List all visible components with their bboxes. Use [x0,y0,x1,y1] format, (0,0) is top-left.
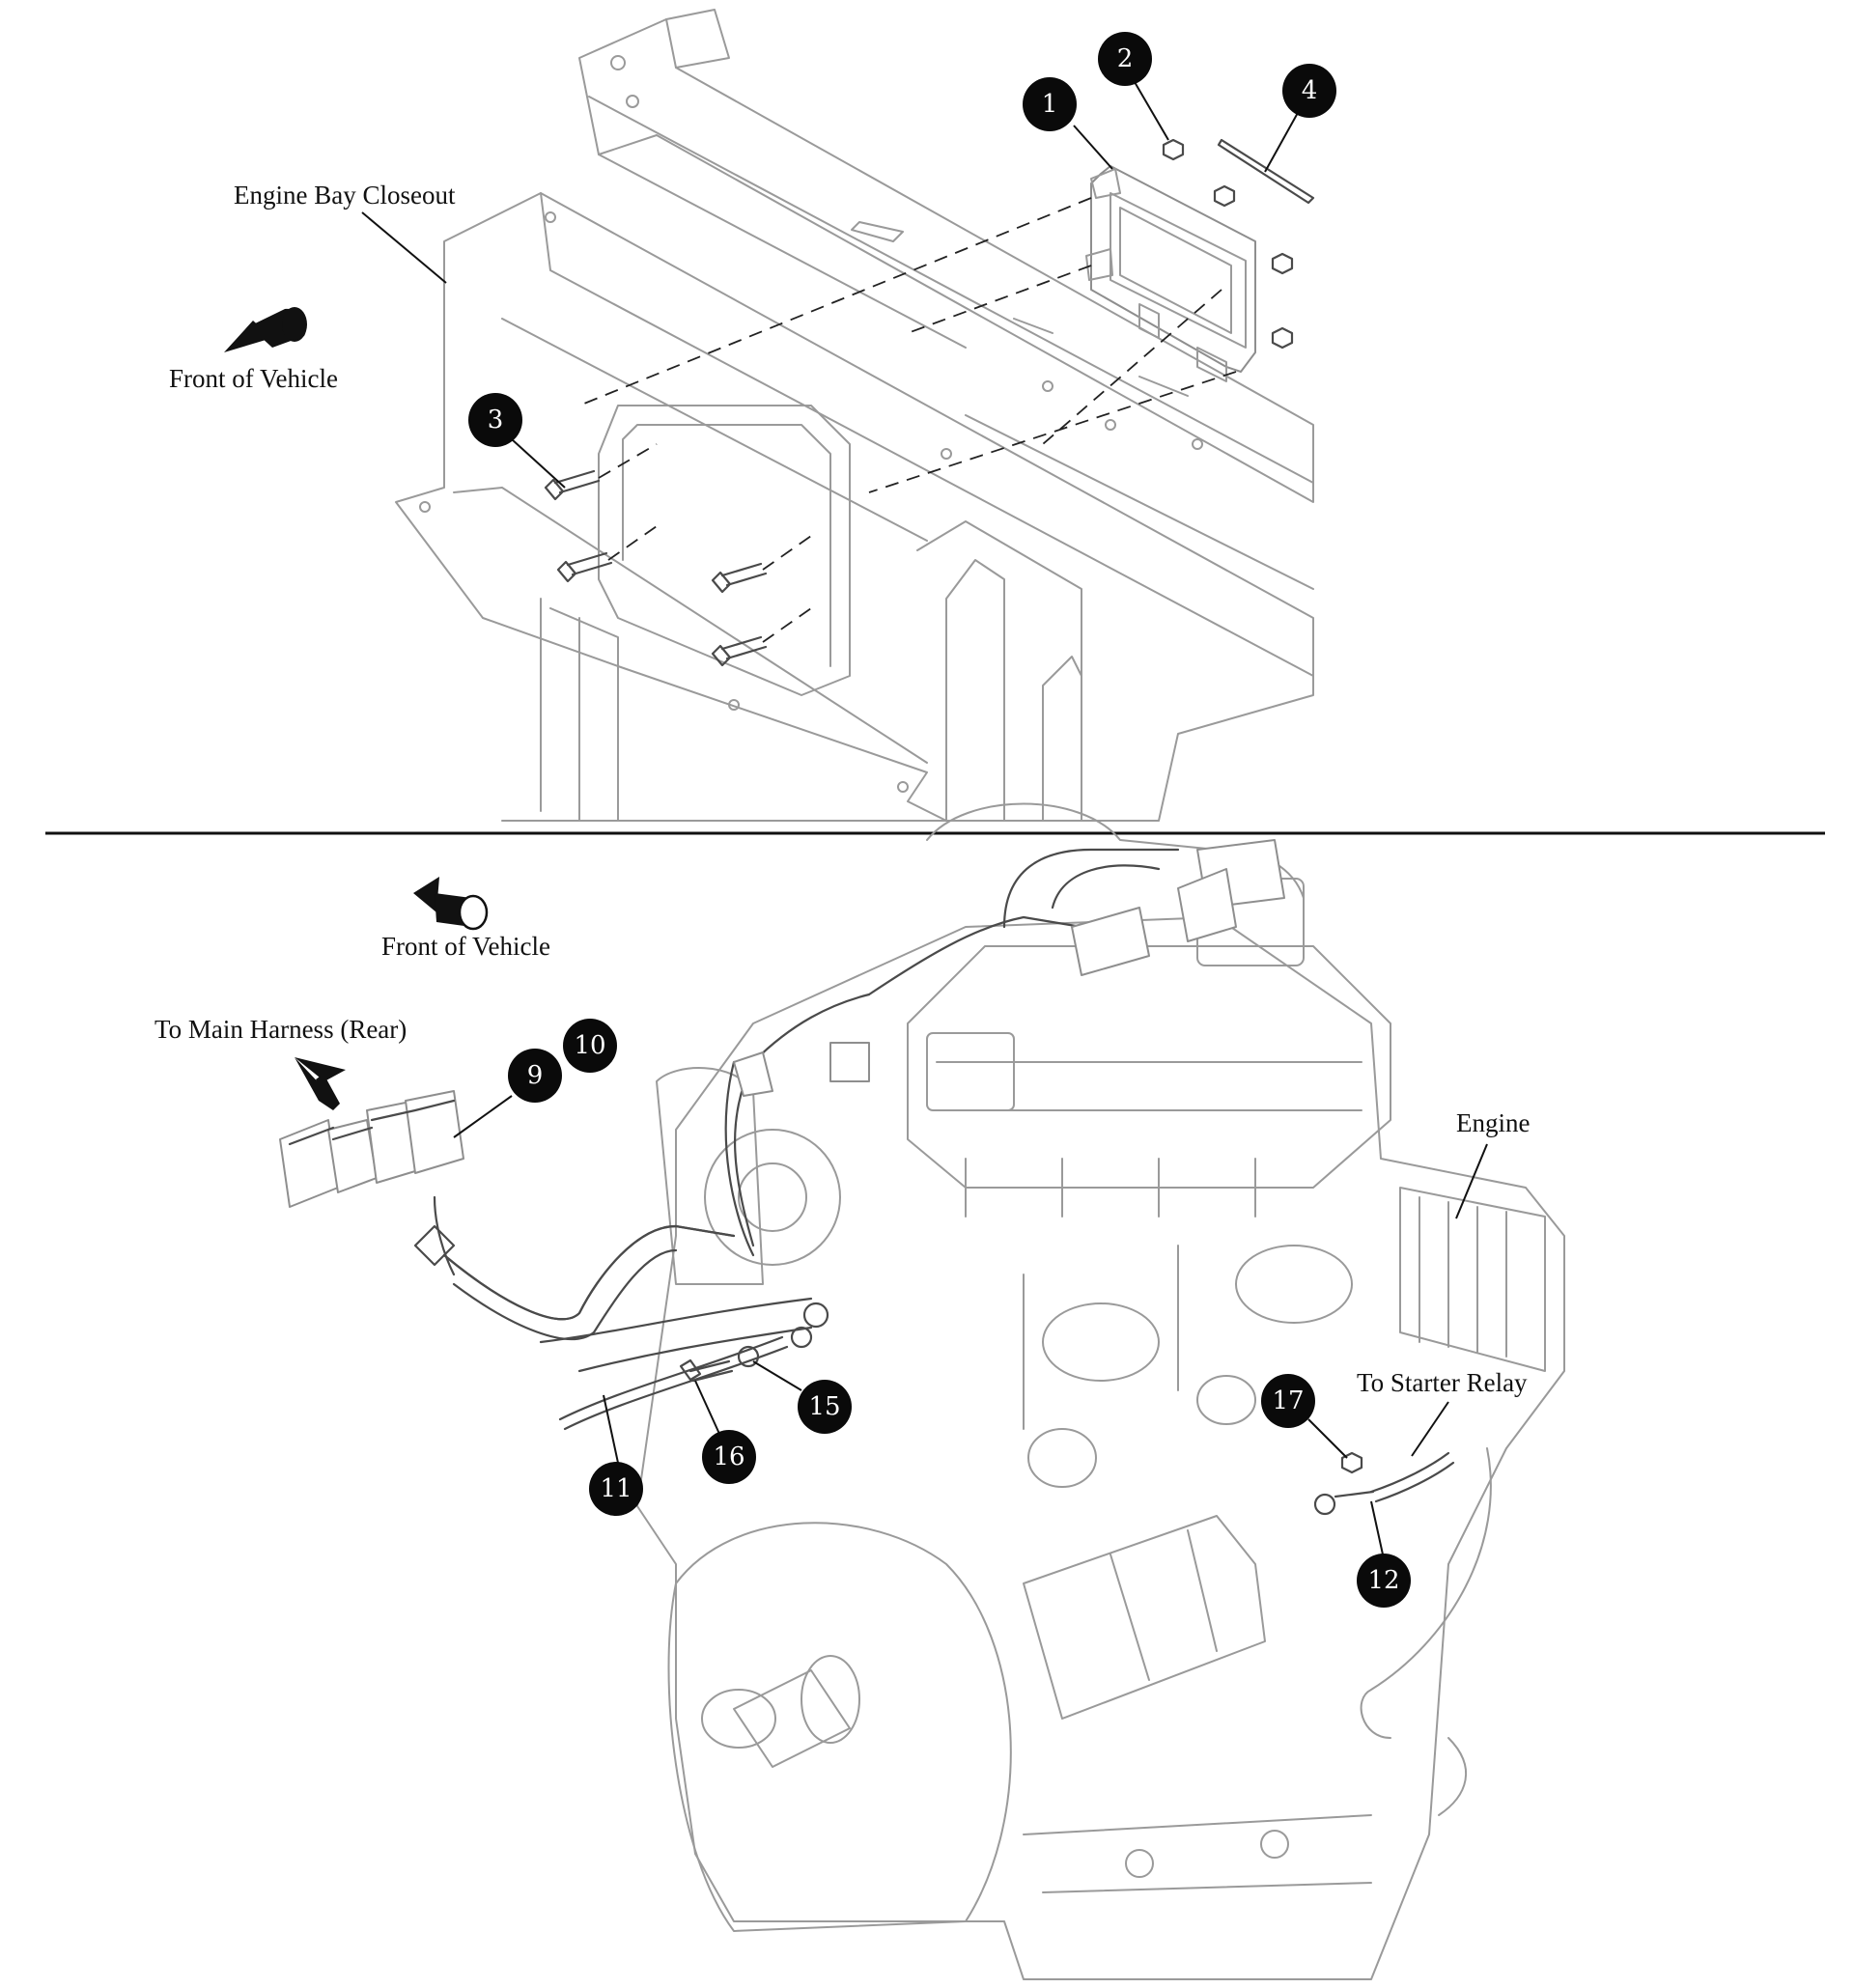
svg-text:3: 3 [488,406,504,434]
engine-label: Engine [1456,1108,1530,1137]
to-main-harness-label: To Main Harness (Rear) [154,1015,407,1044]
engine-bay-closeout-label: Engine Bay Closeout [234,181,456,210]
svg-text:17: 17 [1272,1386,1304,1415]
frame-rails [501,9,1314,822]
engine-leader [1455,1143,1488,1219]
nut-hardware [1162,138,1294,350]
svg-text:9: 9 [527,1061,544,1090]
svg-text:12: 12 [1367,1566,1399,1595]
svg-text:1: 1 [1042,90,1058,119]
bolt-hardware [544,469,768,667]
top-view: Front of Vehicle Engine Bay Closeout 1 2… [169,9,1336,822]
front-of-vehicle-label-top: Front of Vehicle [169,364,338,393]
starter-relay-cable [1313,1451,1455,1516]
to-starter-relay-label: To Starter Relay [1357,1368,1528,1397]
front-of-vehicle-arrow [224,307,307,352]
front-of-vehicle-label-bottom: Front of Vehicle [381,932,550,961]
svg-text:4: 4 [1302,76,1318,105]
front-of-vehicle-arrow-bottom [413,877,489,931]
svg-text:2: 2 [1117,44,1134,73]
callout-1: 1 [1023,77,1113,170]
callout-17: 17 [1261,1374,1348,1459]
to-starter-relay-leader [1411,1401,1449,1457]
seal-strip [1217,138,1315,205]
engine-bay-closeout-panel [395,192,1314,822]
bottom-view: Front of Vehicle To Main Harness (Rear) … [154,802,1565,1980]
callout-4: 4 [1264,64,1336,173]
callout-11: 11 [589,1394,643,1516]
to-main-harness-arrow [295,1057,346,1110]
callout-12: 12 [1357,1500,1411,1608]
callout-16: 16 [694,1380,756,1484]
engine-bay-closeout-leader [361,211,447,284]
svg-text:16: 16 [713,1442,744,1471]
callout-15: 15 [752,1360,852,1434]
ecm-module [1085,165,1256,382]
callout-2: 2 [1098,32,1169,141]
alignment-lines [578,197,1237,643]
svg-text:10: 10 [574,1031,605,1060]
callout-3: 3 [468,393,566,489]
ground-bolt [679,1345,760,1383]
engine-harness [442,839,1285,1431]
callout-9: 9 [453,1049,562,1138]
svg-text:15: 15 [808,1392,840,1421]
callout-10: 10 [563,1019,617,1073]
svg-text:11: 11 [600,1474,632,1503]
harness-connectors [279,1090,464,1276]
